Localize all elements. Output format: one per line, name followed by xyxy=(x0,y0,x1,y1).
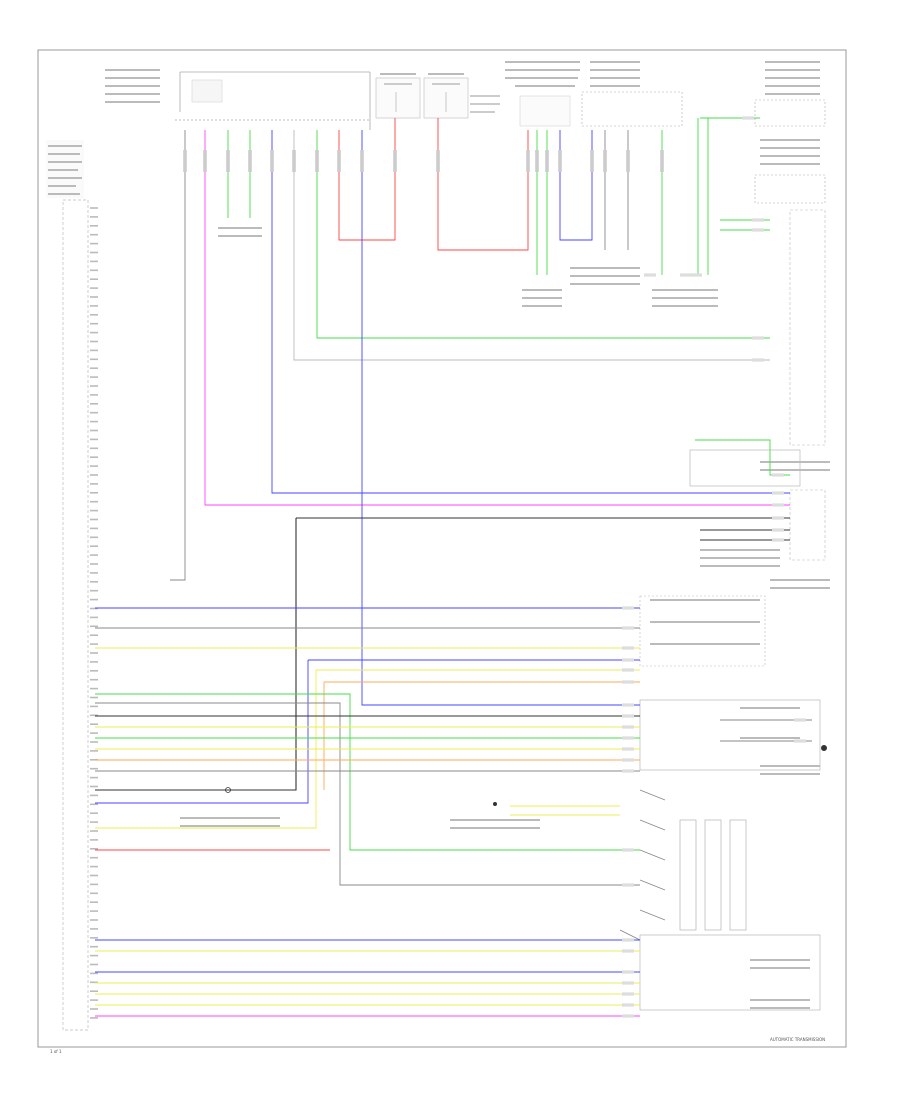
wire-label-tab xyxy=(622,725,634,729)
top-wire-tag xyxy=(660,150,664,172)
right-module-connector xyxy=(789,209,826,446)
wire-light-5 xyxy=(293,130,770,361)
right-module-lower xyxy=(689,449,830,487)
wire-label-tab xyxy=(622,626,634,630)
top-right-module xyxy=(754,61,826,127)
top-wire-tag xyxy=(203,150,207,172)
top-wire-tag xyxy=(183,150,187,172)
sensor-labels-mid xyxy=(639,595,766,667)
wire-violet-1 xyxy=(204,130,790,506)
wire-layer xyxy=(95,116,812,1018)
wire-label-tab xyxy=(622,949,634,953)
wire-label-tab xyxy=(622,848,634,852)
wire-red-9 xyxy=(437,118,529,251)
shift-solenoid-block xyxy=(639,699,827,775)
left-module-label xyxy=(46,140,84,198)
wire-yellow-31 xyxy=(95,670,317,829)
wire-label-tab xyxy=(752,228,764,232)
wire-blue-4 xyxy=(271,130,790,494)
top-wire-tag xyxy=(545,150,549,172)
wire-label-tab xyxy=(622,883,634,887)
top-wire-tag xyxy=(360,150,364,172)
top-connector xyxy=(175,71,371,130)
gear-selector-block xyxy=(700,489,830,589)
top-wire-tag xyxy=(337,150,341,172)
wire-label-tab xyxy=(752,358,764,362)
wire-label-tab xyxy=(794,739,806,743)
wire-green-33 xyxy=(95,693,640,851)
wire-label-tab xyxy=(680,273,692,277)
wire-label-tab xyxy=(622,758,634,762)
wire-label-tab xyxy=(622,668,634,672)
left-module-box xyxy=(62,199,89,1031)
wire-label-tab xyxy=(644,273,656,277)
ground-labels-top xyxy=(218,227,718,307)
wire-gray-34 xyxy=(95,702,640,886)
wire-blue-8 xyxy=(361,130,640,706)
wire-label-tab xyxy=(622,736,634,740)
top-wire-tag xyxy=(590,150,594,172)
top-wire-tag xyxy=(315,150,319,172)
fuse-box-left xyxy=(375,73,421,119)
pin-number-column xyxy=(90,207,98,1019)
wire-label-tab xyxy=(742,116,754,120)
top-wire-tag xyxy=(626,150,630,172)
wire-label-tab xyxy=(752,218,764,222)
fuse-box-right xyxy=(423,73,469,119)
wire-blue-30 xyxy=(95,660,309,804)
wire-gray-0 xyxy=(170,130,186,581)
wire-label-tab xyxy=(622,1014,634,1018)
wire-label-tab xyxy=(622,680,634,684)
lower-right-module xyxy=(639,934,821,1011)
top-wire-tag xyxy=(436,150,440,172)
top-left-label xyxy=(105,69,160,103)
wire-label-tab xyxy=(772,503,784,507)
wire-label-tab xyxy=(772,491,784,495)
wire-label-tab xyxy=(622,646,634,650)
top-wire-tag xyxy=(535,150,539,172)
wire-label-tab xyxy=(622,769,634,773)
wire-label-tab xyxy=(772,538,784,542)
top-center-module xyxy=(505,61,580,127)
top-wire-tag xyxy=(526,150,530,172)
center-sensor-label xyxy=(450,802,540,829)
wire-label-tab xyxy=(622,714,634,718)
top-right-center-module xyxy=(581,61,683,127)
wire-label-tab xyxy=(772,473,784,477)
top-wire-tag xyxy=(558,150,562,172)
wire-label-tab xyxy=(622,938,634,942)
wire-green-6 xyxy=(316,130,770,339)
fuse-label-block xyxy=(470,95,500,113)
wire-label-tab xyxy=(752,336,764,340)
top-wire-tag xyxy=(248,150,252,172)
wire-label-tab xyxy=(622,703,634,707)
wire-label-tab xyxy=(622,981,634,985)
top-wire-tag xyxy=(270,150,274,172)
footer-left: 1 of 1 xyxy=(50,1049,62,1054)
footer-right: AUTOMATIC TRANSMISSION xyxy=(770,1037,825,1042)
top-wire-tag xyxy=(393,150,397,172)
left-ground-label xyxy=(180,787,280,827)
switch-bank xyxy=(619,789,747,941)
top-wire-tag xyxy=(603,150,607,172)
top-wire-tag xyxy=(226,150,230,172)
top-wire-tag xyxy=(292,150,296,172)
wire-label-tab xyxy=(622,970,634,974)
diagram-frame xyxy=(37,49,847,1048)
wire-blue-12 xyxy=(559,130,593,241)
wire-label-tab xyxy=(622,606,634,610)
wire-dark-22 xyxy=(95,518,297,791)
wire-label-tab xyxy=(622,658,634,662)
wire-label-tab xyxy=(772,528,784,532)
wire-label-tab xyxy=(622,992,634,996)
right-module-upper xyxy=(754,139,826,204)
wire-red-7 xyxy=(338,118,396,241)
wire-label-tab xyxy=(622,1003,634,1007)
wire-label-tab xyxy=(622,747,634,751)
wire-label-tab xyxy=(690,273,702,277)
top-pin-markers xyxy=(183,150,664,172)
wire-label-tab xyxy=(794,718,806,722)
wire-label-tab xyxy=(772,516,784,520)
